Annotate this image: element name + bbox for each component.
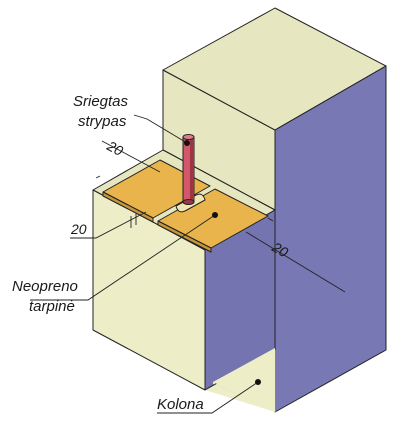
upper-side-face [274, 65, 387, 413]
rod-bottom [182, 199, 195, 205]
leader-dots [184, 140, 261, 385]
lower-column-face [213, 348, 275, 412]
leader-lines [30, 114, 259, 414]
column-body [92, 7, 387, 413]
pad-dot [212, 212, 218, 218]
dim-right-label: 20 [269, 238, 292, 260]
rod-top [182, 134, 195, 140]
column-leader [157, 381, 259, 414]
dim-top-label: 20 [104, 137, 126, 159]
dim-left-label: 20 [70, 221, 87, 237]
pad-right-edge [157, 220, 212, 253]
dim-left-leader [70, 211, 147, 239]
pad-label-line2: tarpinė [29, 298, 75, 315]
rod-leader [133, 114, 188, 144]
dimension-lines [95, 140, 346, 293]
column-dot [255, 379, 261, 385]
threaded-rod [182, 134, 195, 205]
rod-dot [184, 140, 190, 146]
rod-shade [190, 137, 194, 202]
column-label: Kolona [157, 396, 204, 413]
rod-label-line2: strypas [78, 113, 127, 130]
pad-leader [30, 214, 216, 301]
pad-label-line1: Neopreno [12, 278, 78, 295]
rod-label-line1: Sriegtas [73, 93, 129, 110]
